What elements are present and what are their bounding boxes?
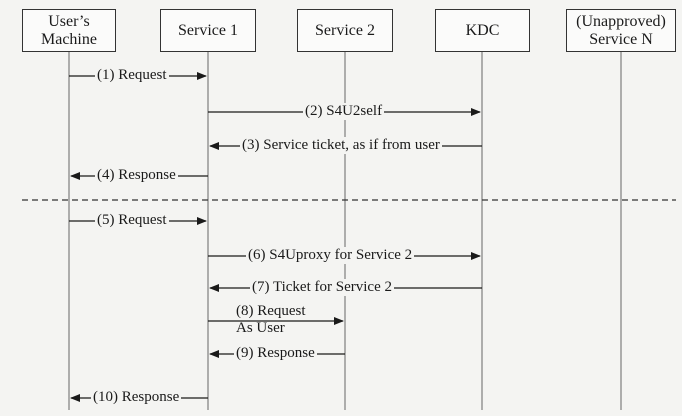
participant-kdc: KDC <box>435 9 530 52</box>
message-label-3: (3) Service ticket, as if from user <box>240 137 442 154</box>
message-label-2: (2) S4U2self <box>303 103 385 120</box>
message-label-10: (10) Response <box>91 389 182 406</box>
message-label-8: (8) Request As User <box>236 303 306 336</box>
participant-service-n: (Unapproved) Service N <box>566 9 676 52</box>
participant-service-1: Service 1 <box>160 9 256 52</box>
message-label-4: (4) Response <box>95 167 178 184</box>
message-label-7: (7) Ticket for Service 2 <box>250 279 394 296</box>
participant-user-machine: User’s Machine <box>22 9 116 52</box>
message-label-9: (9) Response <box>234 345 317 362</box>
participant-service-2: Service 2 <box>297 9 393 52</box>
message-label-6: (6) S4Uproxy for Service 2 <box>246 247 415 264</box>
message-label-1: (1) Request <box>95 67 169 84</box>
message-label-5: (5) Request <box>95 212 169 229</box>
